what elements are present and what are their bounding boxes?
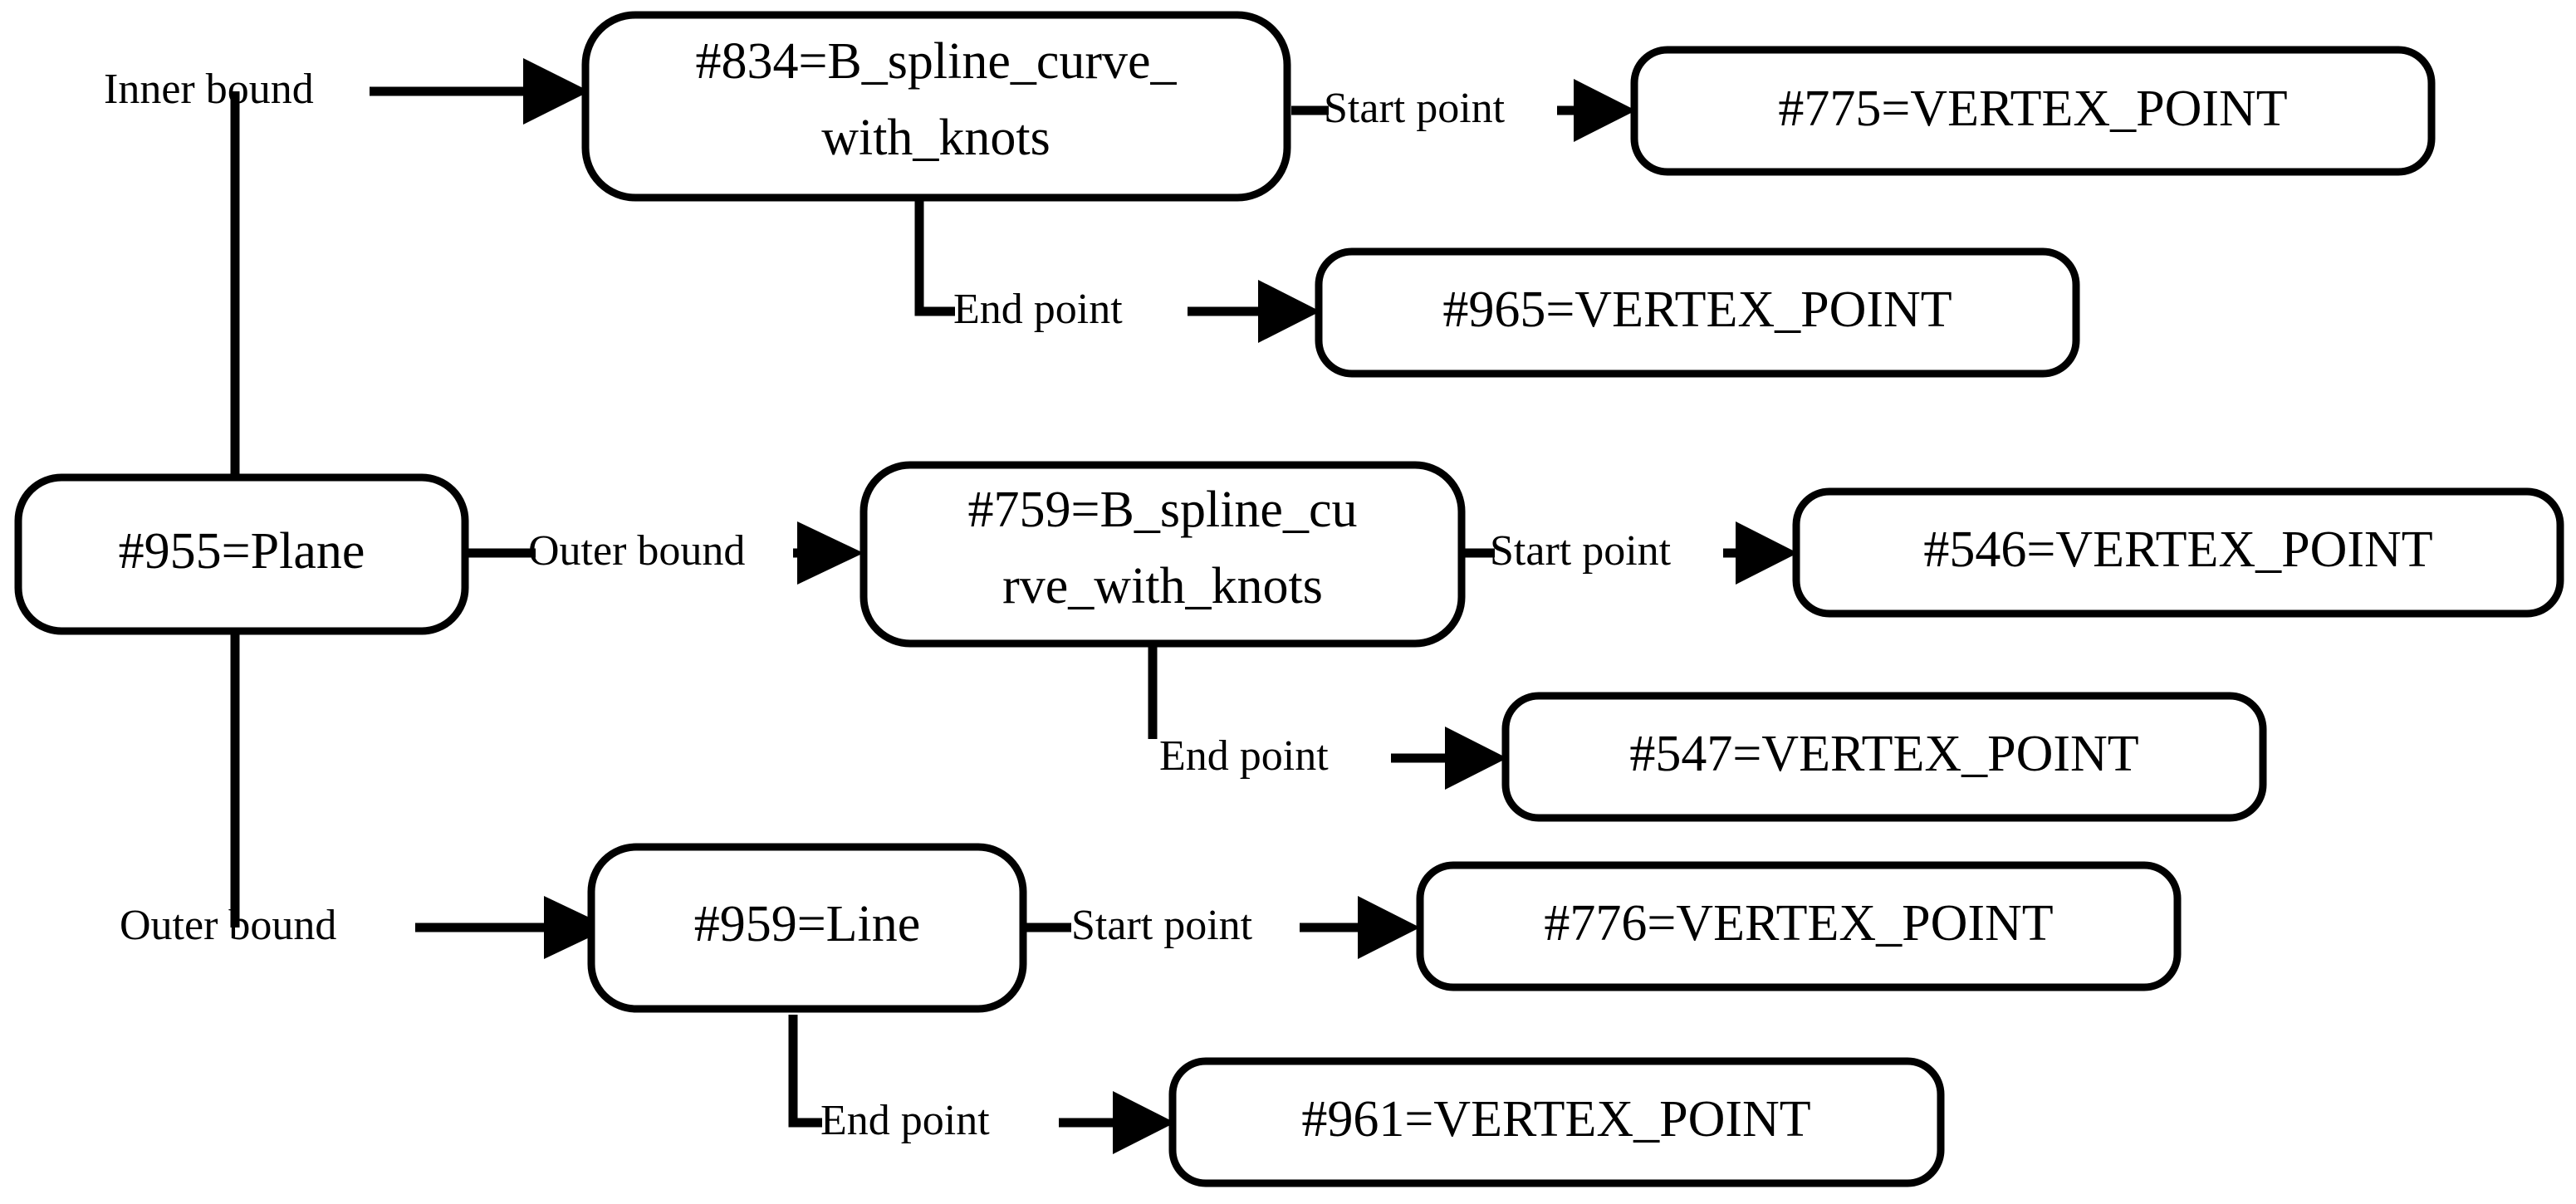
- node-box-rect: [587, 843, 1027, 1013]
- arrow-head-end-point-3: [1113, 1091, 1175, 1154]
- arrow-head-outer-bound-2: [544, 896, 610, 959]
- node-box-rect: [1501, 692, 2267, 822]
- node-label: #775=VERTEX_POINT: [1778, 81, 2287, 137]
- node-bspline-834[interactable]: #834=B_spline_curve_ with_knots: [581, 11, 1291, 202]
- arrow-head-end-point-2: [1445, 727, 1507, 790]
- edge-label-end-point-3: End point: [820, 1097, 990, 1144]
- node-box-rect: [1792, 487, 2564, 618]
- node-label: #965=VERTEX_POINT: [1442, 281, 1952, 338]
- node-label-line-1: #834=B_spline_curve_: [695, 33, 1177, 90]
- node-vertex-961[interactable]: #961=VERTEX_POINT: [1168, 1057, 1945, 1187]
- node-label-line-1: #759=B_spline_cu: [968, 482, 1358, 538]
- node-vertex-775[interactable]: #775=VERTEX_POINT: [1630, 46, 2436, 176]
- node-box-rect: [14, 473, 469, 635]
- node-plane-955[interactable]: #955=Plane: [14, 473, 469, 635]
- arrow-head-start-point-3: [1358, 896, 1420, 959]
- edge-label-outer-bound-2: Outer bound: [120, 902, 336, 949]
- node-line-959[interactable]: #959=Line: [587, 843, 1027, 1013]
- node-label: #776=VERTEX_POINT: [1544, 895, 2053, 952]
- arrow-head-end-point-1: [1258, 280, 1320, 343]
- node-box-rect: [581, 11, 1291, 202]
- node-label: #959=Line: [694, 896, 921, 952]
- arrow-head-inner-bound: [523, 58, 590, 125]
- connector-end-point-3-drop: [788, 1015, 822, 1128]
- edge-label-inner-bound: Inner bound: [104, 66, 314, 113]
- arrow-head-start-point-1: [1574, 79, 1636, 142]
- node-vertex-547[interactable]: #547=VERTEX_POINT: [1501, 692, 2267, 822]
- node-label-line-2: rve_with_knots: [1002, 558, 1323, 614]
- node-vertex-546[interactable]: #546=VERTEX_POINT: [1792, 487, 2564, 618]
- node-box-rect: [859, 461, 1466, 648]
- edge-label-end-point-2: End point: [1159, 732, 1329, 780]
- edge-label-start-point-1: Start point: [1324, 85, 1506, 132]
- edge-label-end-point-1: End point: [953, 286, 1123, 333]
- arrow-head-outer-bound-1: [797, 521, 864, 585]
- node-box-rect: [1416, 861, 2182, 991]
- node-label: #546=VERTEX_POINT: [1923, 521, 2432, 578]
- node-box-rect: [1630, 46, 2436, 176]
- edge-label-outer-bound-1: Outer bound: [528, 527, 745, 575]
- node-box-rect: [1315, 247, 2080, 378]
- arrow-head-start-point-2: [1736, 521, 1798, 585]
- node-vertex-776[interactable]: #776=VERTEX_POINT: [1416, 861, 2182, 991]
- node-label: #547=VERTEX_POINT: [1629, 726, 2138, 782]
- node-bspline-759[interactable]: #759=B_spline_cu rve_with_knots: [859, 461, 1466, 648]
- node-vertex-965[interactable]: #965=VERTEX_POINT: [1315, 247, 2080, 378]
- node-label: #955=Plane: [119, 523, 365, 580]
- node-box-rect: [1168, 1057, 1945, 1187]
- edge-label-start-point-3: Start point: [1071, 902, 1253, 949]
- node-label: #961=VERTEX_POINT: [1301, 1091, 1810, 1148]
- edge-label-start-point-2: Start point: [1490, 527, 1672, 575]
- node-label-line-2: with_knots: [821, 110, 1050, 166]
- connector-end-point-1-drop: [914, 199, 955, 316]
